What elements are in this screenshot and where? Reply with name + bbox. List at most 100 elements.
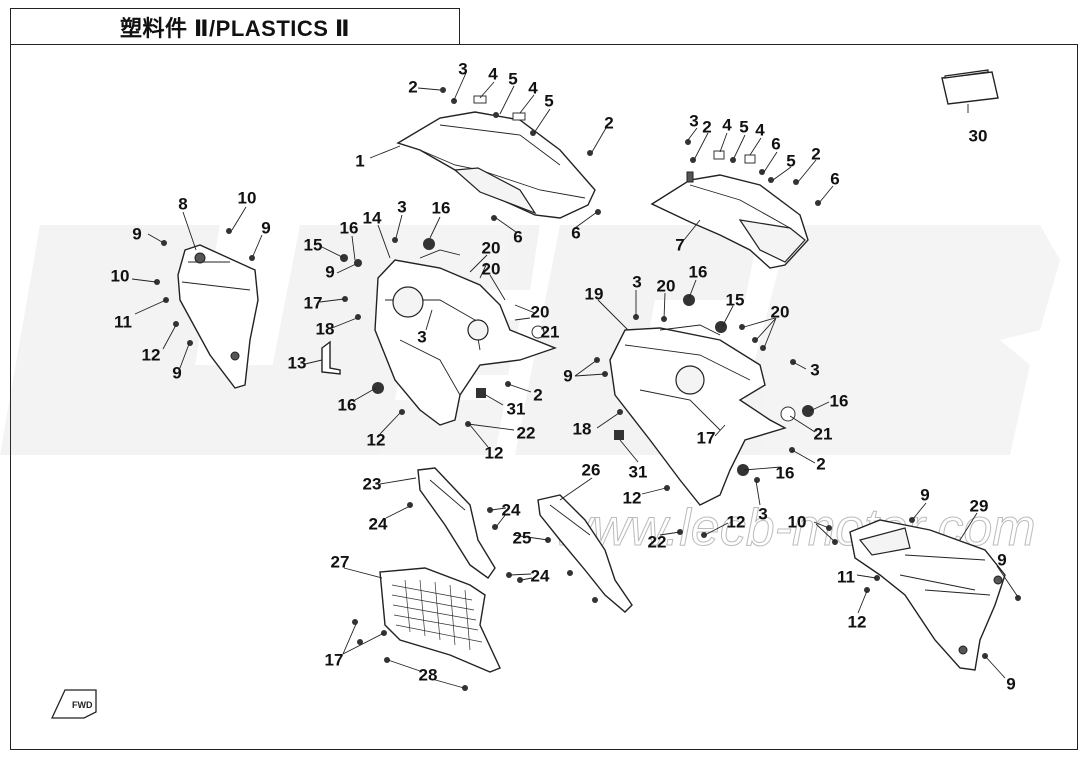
callout-label-20: 20 (771, 302, 790, 321)
callout-label-13: 13 (288, 353, 307, 372)
callout-label-6: 6 (571, 223, 580, 242)
callout-label-23: 23 (363, 474, 382, 493)
callout-label-27: 27 (331, 552, 350, 571)
callout-label-16: 16 (338, 395, 357, 414)
page-title: 塑料件 Ⅱ/PLASTICS Ⅱ (10, 8, 460, 44)
callout-label-20: 20 (482, 259, 501, 278)
callout-label-12: 12 (727, 512, 746, 531)
callout-label-17: 17 (697, 428, 716, 447)
callout-label-2: 2 (702, 117, 711, 136)
callout-label-3: 3 (810, 360, 819, 379)
callout-label-20: 20 (531, 302, 550, 321)
callout-label-2: 2 (811, 144, 820, 163)
part-8-left-side-panel (177, 244, 259, 389)
callout-label-5: 5 (508, 69, 517, 88)
callout-label-3: 3 (397, 197, 406, 216)
callout-label-15: 15 (726, 290, 745, 309)
callout-label-4: 4 (488, 64, 498, 83)
forward-direction-badge: FWD (50, 689, 97, 719)
callout-label-17: 17 (304, 293, 323, 312)
diagram-frame (10, 44, 1078, 750)
fasteners (154, 87, 1021, 691)
callout-label-14: 14 (363, 208, 382, 227)
callout-label-5: 5 (544, 91, 553, 110)
callout-label-31: 31 (507, 399, 526, 418)
callout-label-28: 28 (419, 665, 438, 684)
callout-label-25: 25 (513, 528, 532, 547)
callout-label-24: 24 (369, 514, 388, 533)
callout-label-16: 16 (776, 463, 795, 482)
callout-label-16: 16 (830, 391, 849, 410)
callout-label-3: 3 (417, 327, 426, 346)
callout-label-2: 2 (533, 385, 542, 404)
callout-label-10: 10 (111, 266, 130, 285)
callout-label-10: 10 (788, 512, 807, 531)
callout-label-11: 11 (114, 312, 132, 331)
callout-label-12: 12 (367, 430, 386, 449)
callout-label-17: 17 (325, 650, 344, 669)
callout-label-1: 1 (355, 151, 364, 170)
callout-label-30: 30 (969, 126, 988, 145)
callout-label-19: 19 (585, 284, 604, 303)
leader-lines (131, 72, 1019, 689)
callout-label-9: 9 (172, 363, 181, 382)
callout-label-2: 2 (816, 454, 825, 473)
callout-label-11: 11 (837, 567, 855, 586)
callout-label-9: 9 (997, 550, 1006, 569)
part-23-lower-panel (417, 467, 496, 579)
part-19-inner-panel-right (609, 324, 787, 506)
callout-label-26: 26 (582, 460, 601, 479)
callout-label-3: 3 (632, 272, 641, 291)
callout-label-21: 21 (541, 322, 560, 341)
callout-label-9: 9 (132, 224, 141, 243)
callout-label-22: 22 (517, 423, 536, 442)
part-30-sticker (941, 69, 999, 105)
callout-label-5: 5 (739, 117, 748, 136)
callout-label-18: 18 (316, 319, 335, 338)
callout-label-16: 16 (689, 262, 708, 281)
callout-label-31: 31 (629, 462, 648, 481)
callout-label-6: 6 (513, 227, 522, 246)
callout-label-22: 22 (648, 532, 667, 551)
callout-label-2: 2 (604, 113, 613, 132)
callout-label-20: 20 (482, 238, 501, 257)
callout-label-10: 10 (238, 188, 257, 207)
part-7-upper-panel-right (650, 171, 809, 269)
callout-label-7: 7 (675, 235, 684, 254)
part-27-grille (379, 567, 501, 673)
callout-label-9: 9 (261, 218, 270, 237)
callout-label-4: 4 (528, 78, 538, 97)
callout-label-18: 18 (573, 419, 592, 438)
callout-label-4: 4 (722, 115, 732, 134)
callout-label-9: 9 (325, 262, 334, 281)
callout-label-12: 12 (848, 612, 867, 631)
callout-label-15: 15 (304, 235, 323, 254)
callout-label-12: 12 (142, 345, 161, 364)
callout-label-6: 6 (830, 169, 839, 188)
callout-label-20: 20 (657, 276, 676, 295)
callout-label-21: 21 (814, 424, 833, 443)
callout-label-16: 16 (340, 218, 359, 237)
callout-label-29: 29 (970, 496, 989, 515)
callout-label-24: 24 (502, 500, 521, 519)
callout-label-2: 2 (408, 77, 417, 96)
forward-badge-text: FWD (72, 700, 93, 710)
part-13-bracket (321, 340, 341, 375)
callout-label-4: 4 (755, 120, 765, 139)
part-14-inner-panel-left (374, 249, 558, 426)
callout-label-8: 8 (178, 194, 187, 213)
callout-label-16: 16 (432, 198, 451, 217)
callout-label-12: 12 (485, 443, 504, 462)
callout-label-24: 24 (531, 566, 550, 585)
callout-label-3: 3 (458, 59, 467, 78)
callout-label-12: 12 (623, 488, 642, 507)
callout-label-3: 3 (689, 111, 698, 130)
callout-label-3: 3 (758, 504, 767, 523)
part-29-right-side-panel (849, 519, 1006, 671)
callout-label-9: 9 (920, 485, 929, 504)
callout-label-9: 9 (563, 366, 572, 385)
part-1-upper-panel-left (396, 111, 596, 219)
part-26-lower-panel (537, 494, 633, 613)
